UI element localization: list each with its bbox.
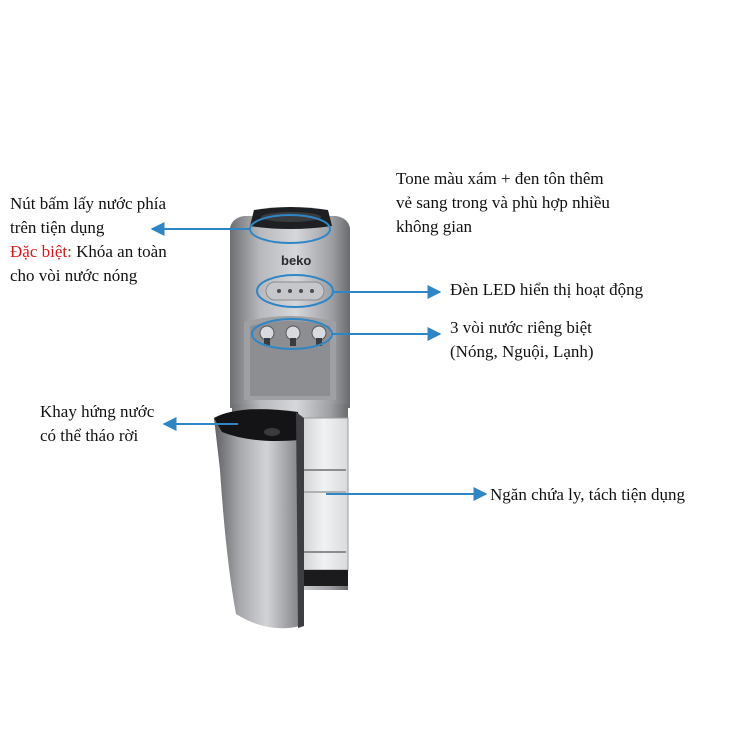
drip-tray-line2: có thể tháo rời: [40, 426, 139, 445]
faucets-line2: (Nóng, Nguội, Lạnh): [450, 342, 594, 361]
cabinet-label: Ngăn chứa ly, tách tiện dụng: [490, 483, 685, 507]
tone-label: Tone màu xám + đen tôn thêm vẻ sang tron…: [396, 167, 610, 239]
top-buttons-label: Nút bấm lấy nước phía trên tiện dụng Đặc…: [10, 192, 167, 288]
faucets: [259, 325, 327, 346]
drip-tray-label: Khay hứng nước có thể tháo rời: [40, 400, 154, 448]
brand-logo: beko: [281, 253, 311, 268]
faucets-line1: 3 vòi nước riêng biệt: [450, 318, 592, 337]
faucets-label: 3 vòi nước riêng biệt (Nóng, Nguội, Lạnh…: [450, 316, 594, 364]
top-buttons-line3: Đặc biệt: Khóa an toàn: [10, 240, 167, 264]
tone-line1: Tone màu xám + đen tôn thêm: [396, 169, 604, 188]
led-line1: Đèn LED hiển thị hoạt động: [450, 280, 644, 299]
top-buttons-line1: Nút bấm lấy nước phía: [10, 194, 167, 213]
cabinet-line1: Ngăn chứa ly, tách tiện dụng: [490, 485, 686, 504]
top-buttons-line4: cho vòi nước nóng: [10, 266, 138, 285]
callout-arrows: [150, 222, 488, 501]
top-buttons-line2: trên tiện dụng: [10, 218, 105, 237]
drip-tray-line1: Khay hứng nước: [40, 402, 155, 421]
cabinet-door: [214, 409, 304, 629]
special-note-highlight: Đặc biệt:: [10, 242, 72, 261]
led-panel: [265, 281, 325, 301]
tone-line2: vẻ sang trong và phù hợp nhiều: [396, 193, 610, 212]
special-note-text: Khóa an toàn: [71, 242, 167, 261]
led-label: Đèn LED hiển thị hoạt động: [450, 278, 643, 302]
tone-line3: không gian: [396, 217, 473, 236]
